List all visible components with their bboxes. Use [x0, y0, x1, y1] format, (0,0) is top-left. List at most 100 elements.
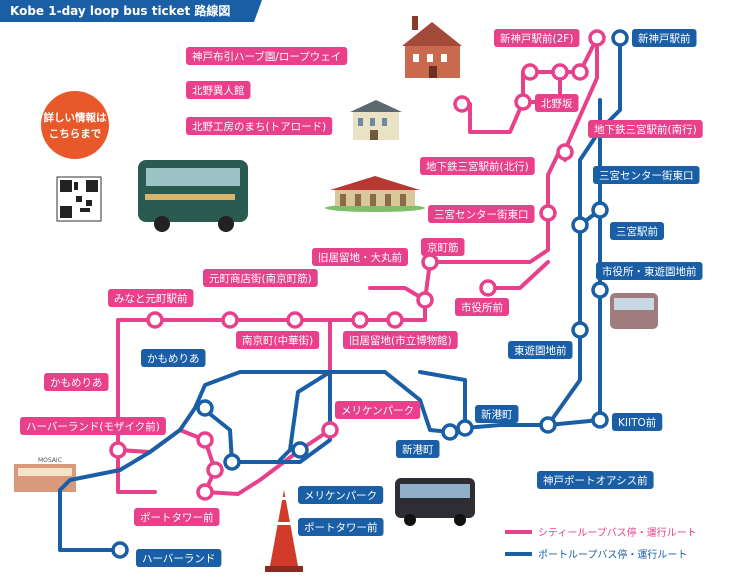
- stop-label: 北野工房のまち(トアロード): [192, 120, 326, 133]
- stop-label-box: [428, 205, 535, 223]
- city-bus-small-icon: [610, 293, 658, 329]
- stop-label: 東遊園地前: [514, 344, 567, 357]
- stop-label-box: [632, 29, 697, 47]
- port-loop-stop[interactable]: [291, 441, 309, 459]
- stop-label-box: [610, 222, 664, 240]
- stop-label: 市役所・東遊園地前: [602, 265, 697, 278]
- stop-label: 地下鉄三宮駅前(北行): [426, 160, 529, 173]
- stop-label-box: [20, 417, 166, 435]
- stop-label-box: [343, 331, 458, 349]
- city-loop-stop[interactable]: [321, 421, 339, 439]
- stop-label-box: [537, 471, 654, 489]
- city-loop-stop[interactable]: [196, 483, 214, 501]
- stop-label: KIITO前: [618, 416, 656, 429]
- stop-label: 北野坂: [541, 98, 573, 110]
- port-loop-route-segment: [418, 370, 467, 430]
- stop-label: 地下鉄三宮駅前(南行): [594, 123, 697, 136]
- stop-label: ハーバーランド: [142, 553, 215, 565]
- city-loop-stop[interactable]: [521, 63, 539, 81]
- stop-label-box: [593, 166, 700, 184]
- stop-label-box: [203, 269, 318, 287]
- city-loop-stop[interactable]: [421, 253, 439, 271]
- info-badge: 詳しい情報は こちらまで: [41, 91, 109, 159]
- port-loop-stop[interactable]: [456, 419, 474, 437]
- city-loop-stop[interactable]: [221, 311, 239, 329]
- stop-label-box: [396, 440, 440, 458]
- stop-label: ポートタワー前: [140, 511, 214, 524]
- stop-label-box: [335, 401, 421, 419]
- stop-label: 新港町: [402, 443, 434, 456]
- port-loop-stop[interactable]: [591, 201, 609, 219]
- stop-label-box: [494, 29, 580, 47]
- stop-label-box: [186, 81, 251, 99]
- stop-label: 三宮駅前: [616, 225, 658, 238]
- port-loop-stop[interactable]: [441, 423, 459, 441]
- stop-label-box: [455, 298, 509, 316]
- stop-label: 三宮センター街東口: [599, 169, 694, 182]
- svg-text:こちらまで: こちらまで: [49, 128, 102, 140]
- stop-label: 元町商店街(南京町筋): [209, 272, 312, 285]
- city-loop-stop[interactable]: [514, 93, 532, 111]
- port-loop-stop[interactable]: [223, 453, 241, 471]
- port-loop-stop[interactable]: [196, 399, 214, 417]
- stop-label-box: [136, 549, 222, 567]
- city-loop-stop[interactable]: [479, 279, 497, 297]
- stop-label-box: [186, 47, 348, 65]
- stop-label-box: [508, 341, 573, 359]
- city-loop-stop[interactable]: [556, 143, 574, 161]
- stop-label-box: [186, 117, 333, 135]
- stop-label-box: [312, 248, 408, 266]
- museum-pavilion-icon: [325, 176, 425, 212]
- stop-label: かもめりあ: [50, 377, 103, 389]
- port-loop-stop[interactable]: [591, 411, 609, 429]
- port-loop-stop[interactable]: [571, 321, 589, 339]
- stop-label: みなと元町駅前: [114, 292, 188, 305]
- qr-code-icon[interactable]: [56, 176, 102, 222]
- mosaic-building-icon: MOSAIC: [14, 457, 76, 492]
- stop-label-box: [298, 486, 384, 504]
- port-loop-stop[interactable]: [111, 541, 129, 559]
- city-loop-stop[interactable]: [286, 311, 304, 329]
- stop-label: 旧居留地(市立博物館): [349, 334, 452, 347]
- city-loop-stop[interactable]: [351, 311, 369, 329]
- port-loop-stop[interactable]: [539, 416, 557, 434]
- city-loop-stop[interactable]: [588, 29, 606, 47]
- stop-label-box: [475, 405, 519, 423]
- stop-label: 旧居留地・大丸前: [318, 251, 402, 264]
- city-loop-stop[interactable]: [196, 431, 214, 449]
- port-loop-stop[interactable]: [571, 216, 589, 234]
- stop-label: 北野異人館: [192, 84, 245, 97]
- stop-label-box: [298, 518, 384, 536]
- stop-label: 京町筋: [427, 241, 459, 254]
- stop-label-box: [141, 349, 206, 367]
- stop-label: 神戸ポートオアシス前: [543, 474, 648, 487]
- city-loop-stop[interactable]: [109, 441, 127, 459]
- legend-port-label: ポートループバス停・運行ルート: [538, 548, 687, 561]
- city-loop-stop[interactable]: [416, 291, 434, 309]
- city-loop-stop[interactable]: [146, 311, 164, 329]
- legend-city-label: シティーループバス停・運行ルート: [538, 526, 697, 539]
- port-loop-stop[interactable]: [611, 29, 629, 47]
- city-loop-stop[interactable]: [386, 311, 404, 329]
- stop-label: 三宮センター街東口: [434, 208, 529, 221]
- port-loop-route-segment: [546, 98, 602, 427]
- stop-label-box: [44, 373, 109, 391]
- svg-text:詳しい情報は: 詳しい情報は: [44, 111, 107, 124]
- stop-label-box: [588, 120, 703, 138]
- stop-label: メリケンパーク: [341, 405, 414, 417]
- city-loop-stop[interactable]: [571, 63, 589, 81]
- port-loop-route-segment: [278, 370, 332, 462]
- city-loop-stop[interactable]: [206, 461, 224, 479]
- stop-label: 新港町: [481, 408, 513, 421]
- city-loop-route-segment: [460, 70, 525, 134]
- city-loop-stop[interactable]: [551, 63, 569, 81]
- city-loop-stop[interactable]: [453, 95, 471, 113]
- port-loop-route-segment: [58, 406, 197, 552]
- port-tower-icon: [265, 490, 303, 572]
- weathercock-house-icon: [350, 100, 402, 140]
- city-loop-stop[interactable]: [539, 204, 557, 222]
- port-loop-stop[interactable]: [591, 281, 609, 299]
- stop-label: 新神戸駅前: [638, 32, 691, 45]
- stop-label-box: [420, 157, 535, 175]
